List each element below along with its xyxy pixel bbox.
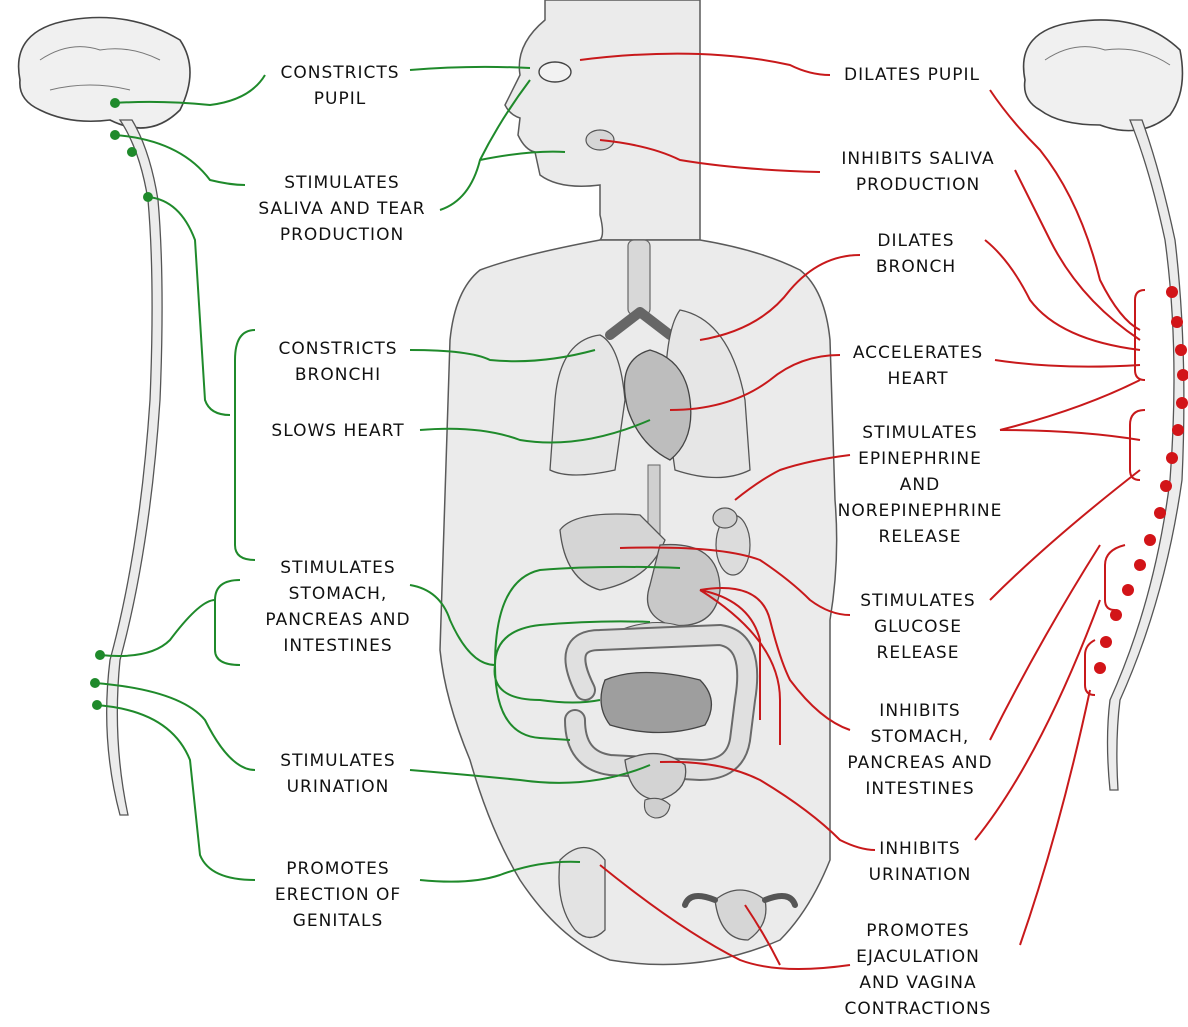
label-stimulates-epinephrine: STIMULATES EPINEPHRINE AND NOREPINEPHRIN… — [838, 420, 1003, 550]
label-inhibits-stomach: INHIBITS STOMACH, PANCREAS AND INTESTINE… — [847, 698, 992, 802]
nerve-right-bronch — [985, 240, 1140, 350]
right-chain-brace-1 — [1135, 290, 1145, 380]
eye — [539, 62, 571, 82]
nerve-right-epinephrine — [1000, 380, 1140, 440]
right-chain-brace-3 — [1105, 545, 1125, 610]
label-dilates-bronch: DILATES BRONCH — [876, 228, 956, 280]
label-stimulates-glucose: STIMULATES GLUCOSE RELEASE — [860, 588, 975, 666]
body-figure — [440, 0, 837, 965]
label-inhibits-saliva: INHIBITS SALIVA PRODUCTION — [841, 146, 994, 198]
label-constricts-bronchi: CONSTRICTS BRONCHI — [278, 336, 397, 388]
stomach — [648, 545, 721, 626]
nerve-brace-stomach — [215, 580, 240, 665]
label-accelerates-heart: ACCELERATES HEART — [853, 340, 983, 392]
left-spinal-cord — [107, 120, 162, 815]
nerve-brace-bronchi — [235, 330, 255, 560]
nerve-right-heart — [995, 360, 1140, 367]
label-promotes-erection: PROMOTES ERECTION OF GENITALS — [275, 856, 401, 934]
right-brain — [1024, 20, 1183, 131]
label-slows-heart: SLOWS HEART — [271, 418, 404, 444]
right-chain-brace-4 — [1085, 640, 1095, 695]
torso-outline — [440, 240, 837, 965]
right-chain-brace-2 — [1130, 410, 1145, 480]
label-dilates-pupil: DILATES PUPIL — [844, 62, 980, 88]
right-brain-spine — [1024, 20, 1184, 790]
nerve-right-urination — [975, 600, 1100, 840]
left-brain — [19, 18, 190, 129]
label-inhibits-urination: INHIBITS URINATION — [869, 836, 972, 888]
label-stimulates-urination: STIMULATES URINATION — [280, 748, 395, 800]
label-promotes-ejaculation: PROMOTES EJACULATION AND VAGINA CONTRACT… — [845, 918, 992, 1022]
adrenal-gland — [713, 508, 737, 528]
nerve-right-glucose — [990, 470, 1140, 600]
nerve-right-ejaculation — [1020, 690, 1090, 945]
head-outline — [505, 0, 700, 240]
label-stimulates-stomach: STIMULATES STOMACH, PANCREAS AND INTESTI… — [265, 555, 410, 659]
label-stimulates-saliva-tear: STIMULATES SALIVA AND TEAR PRODUCTION — [258, 170, 425, 248]
small-intestine — [601, 673, 711, 733]
label-constricts-pupil: CONSTRICTS PUPIL — [280, 60, 399, 112]
